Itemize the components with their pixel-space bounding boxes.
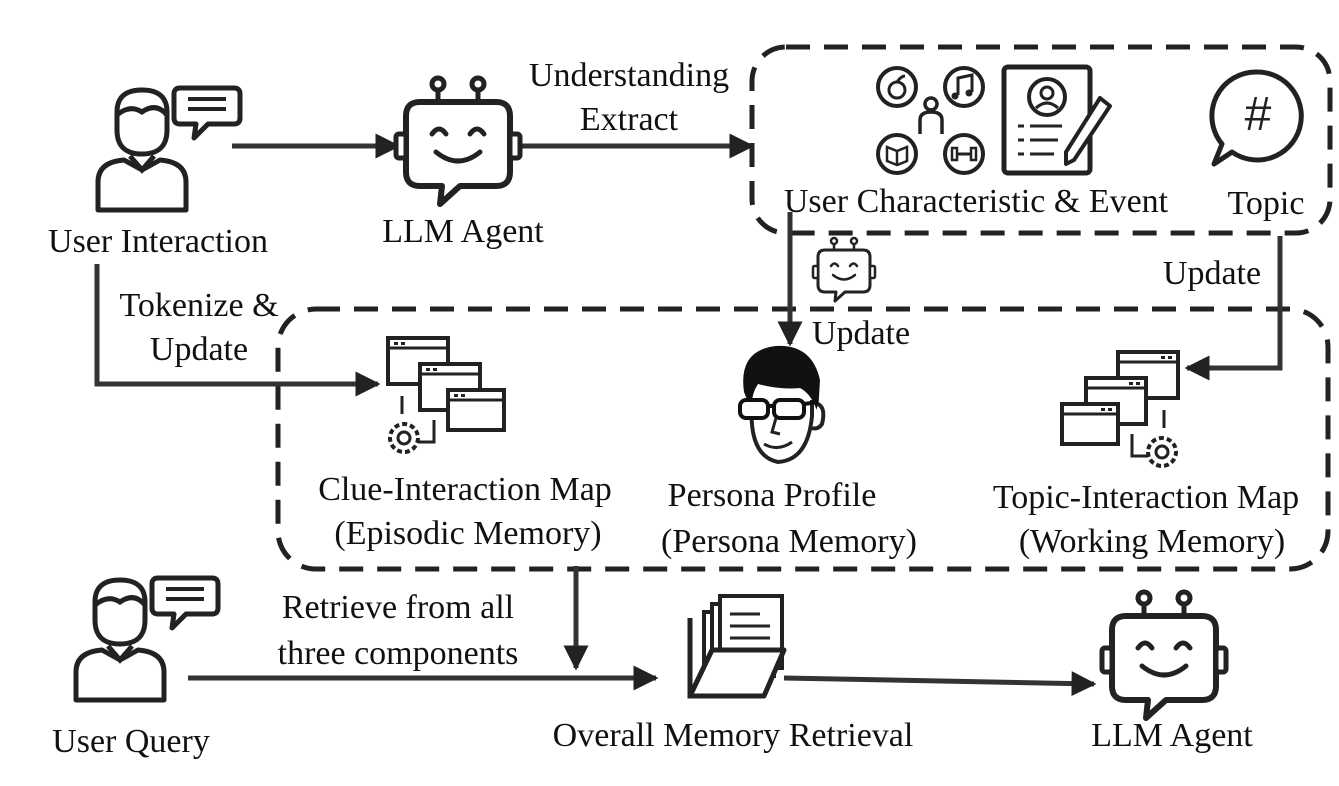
persona-profile-subtitle: (Persona Memory): [661, 523, 917, 560]
tokenize-update-label: Update: [149, 331, 249, 368]
robot-agent-icon: [396, 78, 520, 204]
extract-group-box: [749, 44, 1333, 236]
llm-agent-output-label: LLM Agent: [1091, 717, 1253, 754]
user-chat-icon: [76, 578, 218, 700]
interest-cluster-icon: [876, 66, 985, 175]
extract-label: Extract: [579, 101, 679, 138]
window-stack-gear-icon: [386, 336, 506, 454]
arrow-retrieval-to-agent: [783, 671, 1097, 697]
topic-symbol: #: [1245, 88, 1272, 141]
topic-map-subtitle: (Working Memory): [1018, 523, 1286, 560]
hashtag-bubble-icon: #: [1209, 69, 1304, 167]
folder-documents-icon: [687, 594, 787, 699]
overall-retrieval-label: Overall Memory Retrieval: [552, 717, 914, 754]
clue-map-subtitle: (Episodic Memory): [334, 515, 602, 552]
user-query-label: User Query: [52, 723, 210, 760]
topic-label: Topic: [1227, 185, 1305, 222]
topic-map-title: Topic-Interaction Map: [992, 479, 1300, 516]
persona-profile-title: Persona Profile: [667, 477, 877, 514]
window-stack-gear-icon: [1060, 350, 1180, 468]
arrow-tokenize-update: [94, 264, 381, 397]
arrow-topic-update: [1184, 236, 1283, 381]
user-chat-icon: [98, 88, 240, 210]
persona-update-label: Update: [811, 315, 911, 352]
understanding-label: Understanding: [528, 57, 730, 94]
small-robot-icon: [811, 236, 877, 303]
retrieve-label: Retrieve from all: [281, 589, 515, 626]
retrieve-components-label: three components: [277, 635, 519, 672]
memory-group-box: [275, 306, 1331, 572]
tokenize-label: Tokenize &: [119, 287, 279, 324]
llm-agent-label: LLM Agent: [382, 213, 544, 250]
profile-document-icon: [1001, 64, 1112, 176]
topic-update-label: Update: [1162, 255, 1262, 292]
robot-agent-icon: [1102, 592, 1226, 718]
persona-face-icon: [738, 345, 826, 465]
user-interaction-label: User Interaction: [48, 223, 268, 260]
characteristic-event-label: User Characteristic & Event: [783, 183, 1169, 220]
clue-map-title: Clue-Interaction Map: [318, 471, 612, 508]
